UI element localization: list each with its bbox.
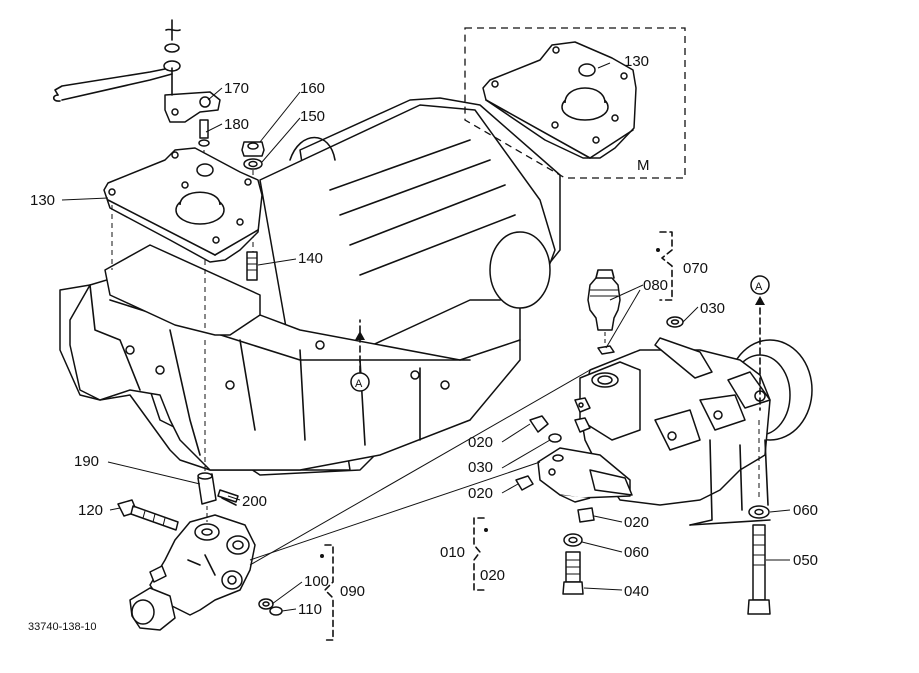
washer-030-top: [666, 316, 684, 328]
view-label-m: M: [637, 157, 650, 174]
callout-190: 190: [74, 453, 99, 470]
callout-020-a: 020: [468, 434, 493, 451]
callout-130-inset: 130: [624, 53, 649, 70]
assembly-guide-line: [249, 369, 591, 566]
assembly-guide-line-2: [249, 461, 541, 561]
callout-020-c: 020: [624, 514, 649, 531]
callout-040: 040: [624, 583, 649, 600]
callout-170: 170: [224, 80, 249, 97]
inset-view-m: [464, 27, 686, 179]
callout-010: 010: [440, 544, 465, 561]
callout-060-a: 060: [624, 544, 649, 561]
bolt-040: [562, 533, 584, 595]
engine-block: [59, 97, 561, 476]
callout-060-b: 060: [793, 502, 818, 519]
reference-label-left: A: [355, 378, 363, 390]
bracket-010: [473, 517, 488, 591]
callout-020-b: 020: [468, 485, 493, 502]
reference-label-right: A: [755, 281, 763, 293]
governor-cover-main: [103, 147, 263, 330]
feed-pump-assembly: [129, 514, 256, 631]
throttle-lever-assembly: [52, 19, 221, 162]
callout-150: 150: [300, 108, 325, 125]
bracket-090: [320, 544, 334, 641]
callout-020-bracket: 020: [480, 567, 505, 584]
callout-130-main: 130: [30, 192, 55, 209]
pin-200: [217, 489, 239, 506]
callout-180: 180: [224, 116, 249, 133]
callout-110: 110: [298, 601, 322, 618]
drawing-id: 33740-138-10: [28, 621, 97, 633]
reference-arrow-a-left: A: [350, 319, 370, 392]
bolt-050: [747, 420, 771, 615]
bolt-120: [117, 499, 179, 531]
callout-050: 050: [793, 552, 818, 569]
bracket-070: [656, 231, 673, 301]
fuel-nozzle-holder: [587, 269, 621, 355]
reference-arrow-a-right: A: [750, 275, 770, 411]
sleeve-190: [197, 340, 217, 522]
callout-070: 070: [683, 260, 708, 277]
callout-080: 080: [643, 277, 668, 294]
nut-and-washer: [241, 141, 265, 255]
leader-lines: [61, 62, 791, 612]
callout-160: 160: [300, 80, 325, 97]
callout-120: 120: [78, 502, 103, 519]
callout-030-mid: 030: [468, 459, 493, 476]
washers-100-110: [258, 598, 283, 616]
callout-030-top: 030: [700, 300, 725, 317]
callout-labels: 170 160 180 150 130 140 130 M 070 080 03…: [28, 53, 818, 633]
plugs-and-washers: [515, 415, 595, 523]
callout-100: 100: [304, 573, 329, 590]
callout-200: 200: [242, 493, 267, 510]
callout-090: 090: [340, 583, 365, 600]
stud-bolt: [246, 251, 258, 281]
injection-pump-housing: [537, 337, 813, 526]
callout-140: 140: [298, 250, 323, 267]
